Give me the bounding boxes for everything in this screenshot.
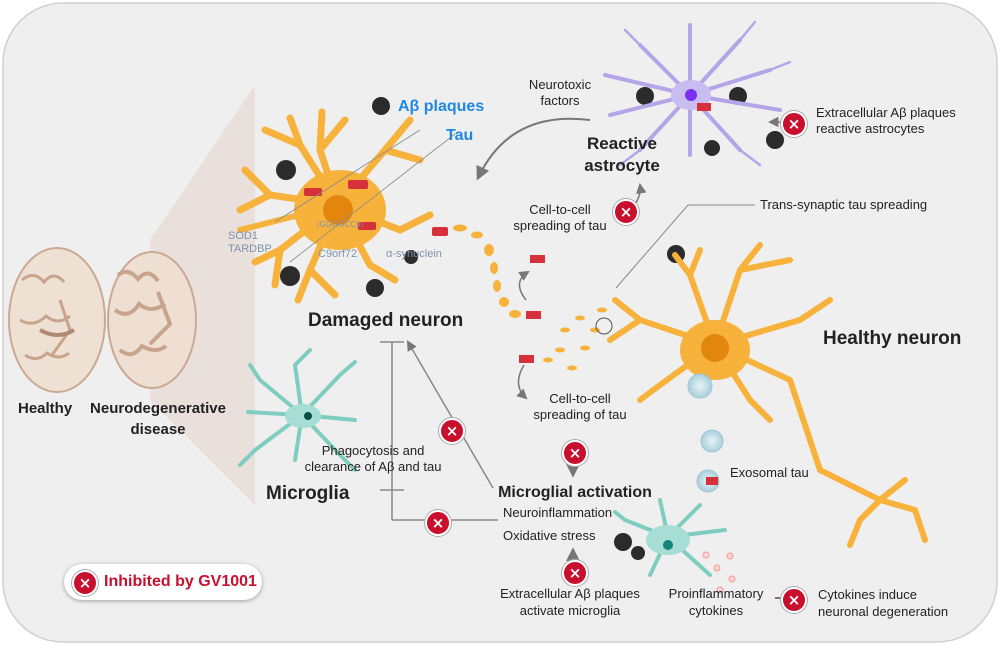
label-microglia: Microglia [266,483,350,504]
label-extracellular-micro-2: activate microglia [519,603,621,618]
leader-ab [274,129,421,223]
label-trans-synaptic: Trans-synaptic tau spreading [760,197,928,212]
synapse-circle [595,317,613,335]
diseased-brain-image [107,251,197,389]
inhibit-x-icon: × [781,111,807,137]
label-cell-to-cell-mid-1: Cell-to-cell [549,391,611,406]
label-cytokines-1: Cytokines induce [818,587,917,602]
cytokines [702,551,736,594]
astrocyte-tau [697,103,711,111]
inhibit-x-icon: × [781,587,807,613]
label-extracellular-micro-1: Extracellular Aβ plaques [500,586,640,601]
arrow-cell-to-cell-top [518,270,530,301]
microglia-nucleus [304,412,312,420]
inhibit-x-icon: × [613,199,639,225]
inhibit-x-icon: × [425,510,451,536]
label-microglial-activation: Microglial activation [498,484,652,501]
healthy-brain-image [8,247,106,393]
label-damaged-neuron: Damaged neuron [308,310,464,331]
inhibit-line-phagocytosis [380,341,498,521]
label-cell-to-cell-mid-2: spreading of tau [533,407,627,422]
label-extracellular-astro-1: Extracellular Aβ plaques [816,105,956,120]
label-healthy-brain: Healthy [18,400,73,417]
label-proinflammatory-1: Proinflammatory [668,586,764,601]
label-cell-to-cell-top-1: Cell-to-cell [529,202,591,217]
inhibit-x-icon: × [439,418,465,444]
label-ab-plaques: Aβ plaques [398,98,485,115]
exosomal-tau-vesicles [687,373,724,493]
label-neurodegenerative-1: Neurodegenerative [90,400,226,417]
activated-microglia-nucleus [663,540,673,550]
legend-text: Inhibited by GV1001 [104,573,257,590]
label-oxidative-stress: Oxidative stress [503,528,596,543]
arrow-neurotoxic [476,117,591,181]
arrow-trans-synaptic [615,204,755,289]
microglia-soma [285,404,321,428]
label-neurotoxic-1: Neurotoxic [528,77,592,92]
label-a-synuclein: α-synuclein [386,248,442,260]
label-proinflammatory-2: cytokines [688,603,744,618]
inhibit-x-icon: × [562,440,588,466]
inhibit-x-icon: × [562,560,588,586]
label-cell-to-cell-top-2: spreading of tau [513,218,607,233]
tau-spread-fragments [543,307,607,371]
healthy-neuron [607,242,928,548]
label-phagocytosis-1: Phagocytosis and [321,443,425,458]
arrow-activation-to-damage [406,340,494,489]
reactive-astrocyte [603,20,792,167]
label-neurodegenerative-2: disease [130,421,186,438]
tau-fibrils [304,180,448,236]
label-neurotoxic-2: factors [540,93,580,108]
inhibit-x-icon: × [72,570,98,596]
healthy-neuron-nucleus [701,334,729,362]
label-neuroinflammation: Neuroinflammation [503,505,613,520]
fragmented-axon [453,224,521,318]
label-healthy-neuron: Healthy neuron [823,328,962,349]
leader-tau [289,133,456,263]
label-phagocytosis-2: clearance of Aβ and tau [304,459,442,474]
label-sod1: SOD1 [228,230,258,242]
tau-aggregates [519,255,718,485]
label-reactive-1: Reactive [587,134,657,153]
microglia-resting [238,348,357,472]
label-c9orf72: C9orf72 [318,248,358,260]
microglia-activated [613,498,727,577]
damaged-neuron-nucleus [323,195,353,225]
label-exosomal-tau: Exosomal tau [730,465,809,480]
arrow-cell-to-cell-mid [516,364,528,400]
astrocyte-nucleus [685,89,697,101]
label-reactive-2: astrocyte [584,156,660,175]
legend: × Inhibited by GV1001 [64,564,262,600]
label-tardbp: TARDBP [228,243,272,255]
label-ggggcc: (GGGGCC)n [317,220,364,229]
label-cytokines-2: neuronal degeneration [818,604,949,619]
label-tau: Tau [446,127,474,144]
zoom-wedge [150,85,255,505]
label-extracellular-astro-2: reactive astrocytes [816,121,925,136]
